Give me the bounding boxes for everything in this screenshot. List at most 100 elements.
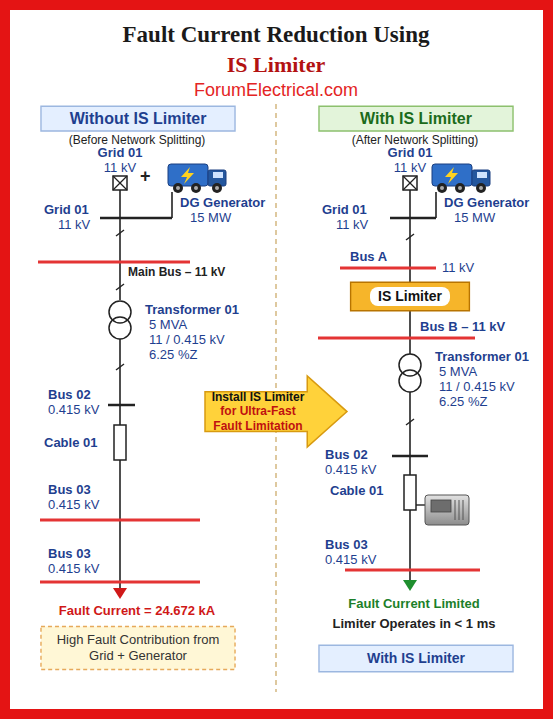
drawing-line — [409, 310, 411, 354]
node-shape — [205, 376, 347, 447]
rating: 5 MVA — [439, 365, 477, 380]
drawing-line — [409, 392, 411, 475]
drawing-line — [171, 192, 173, 218]
drawing-rect — [425, 495, 469, 525]
plus-sign: + — [140, 166, 151, 187]
rating: 15 MW — [454, 211, 495, 226]
drawing-rect — [114, 425, 126, 460]
title-line: IS Limiter — [227, 52, 325, 77]
generator-name: DG Generator — [444, 196, 529, 211]
drawing-line — [116, 284, 124, 290]
drawing-line — [100, 217, 172, 220]
drawing-rect — [113, 176, 127, 190]
drawing-line — [345, 569, 480, 572]
drawing-line — [406, 419, 414, 425]
drawing-polygon — [403, 580, 417, 591]
drawing-line — [116, 364, 124, 370]
drawing-use — [168, 164, 226, 193]
drawing-rect — [404, 475, 416, 510]
voltage: 0.415 kV — [325, 463, 376, 478]
ratio: 11 / 0.415 kV — [149, 333, 225, 348]
drawing-line — [119, 190, 121, 300]
drawing-line — [455, 500, 456, 520]
node-text: With IS Limiter — [360, 109, 472, 128]
grid-name: Grid 01 — [322, 203, 367, 218]
drawing-line — [318, 337, 475, 340]
voltage: 0.415 kV — [48, 403, 99, 418]
drawing-polygon — [113, 588, 127, 599]
drawing-line — [40, 519, 200, 522]
drawing-line — [119, 339, 121, 425]
grid-name: Grid 01 — [44, 203, 89, 218]
drawing-rect — [403, 176, 417, 190]
bus-name: Bus 02 — [325, 448, 368, 463]
grid-name: Grid 01 — [388, 146, 433, 161]
drawing-line — [113, 176, 127, 190]
grid-name: Grid 01 — [98, 146, 143, 161]
timing-note: Limiter Operates in < 1 ms — [333, 617, 496, 632]
drawing-circle — [109, 317, 131, 339]
drawing-line — [113, 176, 127, 190]
transformer-name: Transformer 01 — [145, 303, 239, 318]
drawing-line — [403, 176, 417, 190]
node-text: High Fault Contribution from Grid + Gene… — [50, 632, 226, 663]
voltage: 0.415 kV — [48, 562, 99, 577]
voltage: 11 kV — [442, 261, 474, 276]
ratio: 11 / 0.415 kV — [439, 380, 515, 395]
node-text: Install IS Limiter — [212, 390, 305, 404]
drawing-use — [432, 164, 490, 193]
drawing-line — [459, 500, 460, 520]
node-text: Without IS Limiter — [70, 109, 207, 128]
cable-name: Cable 01 — [44, 436, 97, 451]
voltage: 0.415 kV — [48, 498, 99, 513]
drawing-line — [40, 581, 200, 584]
node-shape — [319, 106, 513, 131]
drawing-line — [435, 192, 437, 218]
drawing-line — [116, 230, 124, 236]
rating: 5 MVA — [149, 318, 187, 333]
rating: 15 MW — [190, 211, 231, 226]
drawing-line — [340, 267, 436, 270]
drawing-rect — [431, 500, 451, 512]
action-arrow: Install IS Limiterfor Ultra-Fast Fault L… — [205, 376, 347, 447]
node-shape — [319, 645, 513, 671]
bus-name: Bus A — [350, 250, 387, 265]
voltage: 11 kV — [394, 161, 426, 176]
voltage: 11 kV — [58, 218, 90, 233]
fault-current: Fault Current = 24.672 kA — [59, 604, 215, 619]
transformer-name: Transformer 01 — [435, 350, 529, 365]
voltage: 11 kV — [104, 161, 136, 176]
node-shape — [41, 626, 235, 669]
node-text: With IS Limiter — [367, 650, 465, 667]
bus-name: Bus 03 — [48, 547, 91, 562]
cable-name: Cable 01 — [330, 484, 383, 499]
impedance: 6.25 %Z — [149, 348, 197, 363]
drawing-line — [403, 176, 417, 190]
note-box: High Fault Contribution from Grid + Gene… — [40, 626, 236, 670]
section-header: Without IS Limiter — [40, 106, 236, 131]
drawing-line — [390, 217, 436, 220]
title: Fault Current Reduction Using — [123, 22, 430, 48]
drawing-line — [416, 504, 425, 505]
node-text: IS Limiter — [370, 287, 450, 306]
watermark: ForumElectrical.com — [194, 80, 358, 101]
drawing-line — [38, 261, 190, 264]
bus-name: Bus 03 — [48, 483, 91, 498]
generator-name: DG Generator — [180, 196, 265, 211]
section-header: With IS Limiter — [318, 106, 514, 131]
voltage: 11 kV — [336, 218, 368, 233]
node-shape — [41, 106, 235, 131]
node-text: for Ultra-Fast Fault Limitation — [211, 404, 305, 433]
voltage: 0.415 kV — [325, 553, 376, 568]
drawing-circle — [399, 370, 421, 392]
drawing-line — [108, 404, 135, 407]
is-limiter-device: IS Limiter — [350, 282, 470, 311]
drawing-line — [463, 500, 464, 520]
drawing-line — [406, 234, 414, 240]
drawing-line — [119, 460, 121, 590]
limited-note: Fault Current Limited — [348, 597, 479, 612]
bus-name: Bus B – 11 kV — [420, 320, 505, 335]
node-shape — [351, 282, 470, 310]
result-box: With IS Limiter — [318, 645, 514, 672]
